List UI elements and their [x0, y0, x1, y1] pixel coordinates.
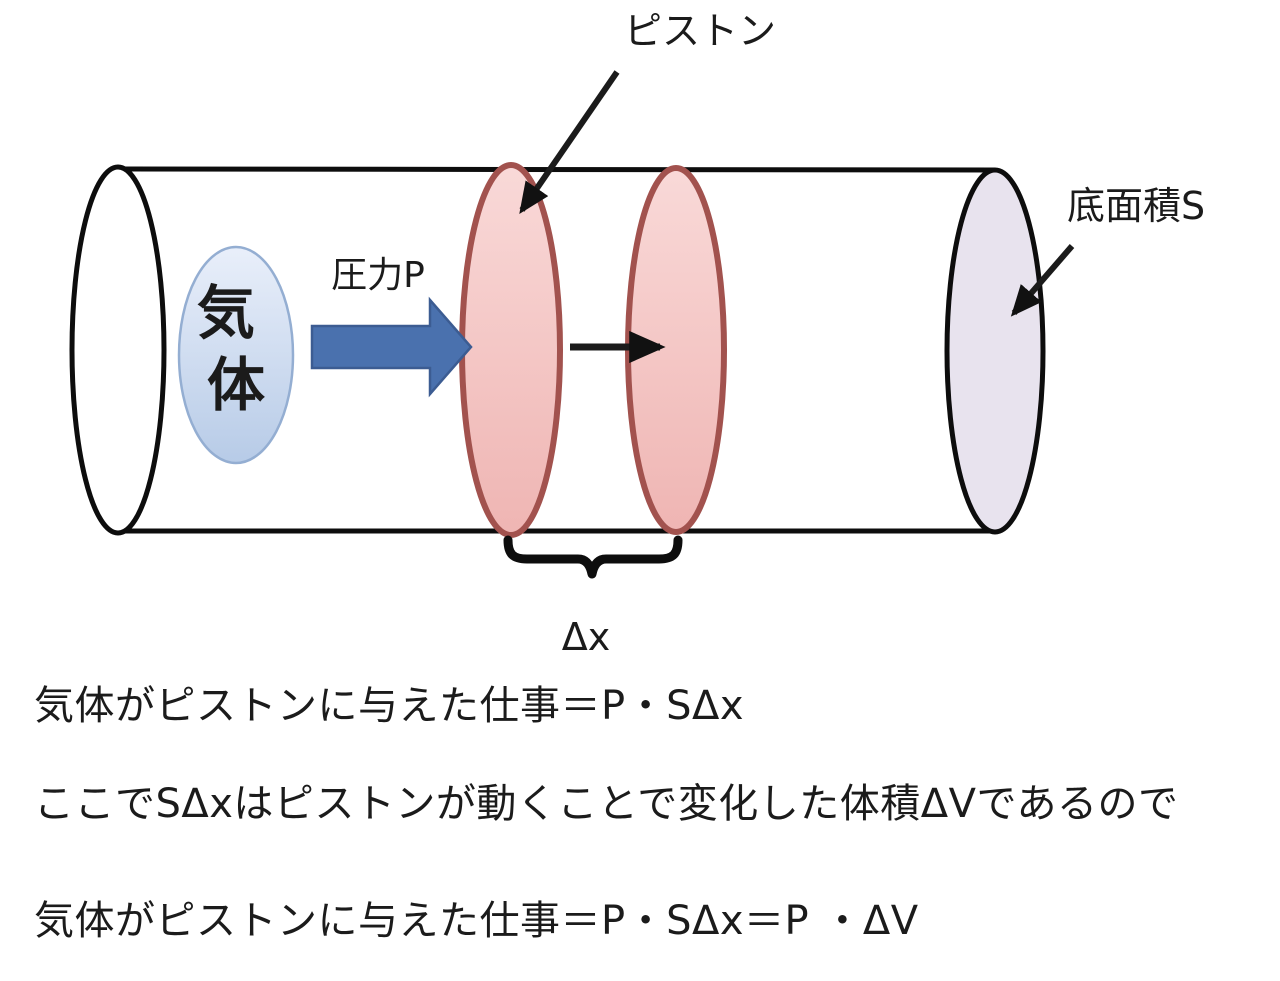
gas-label-char-1: 気	[197, 279, 255, 347]
gas-label: 気 体	[197, 279, 275, 419]
piston-label: ピストン	[624, 9, 776, 53]
pressure-label: 圧力P	[331, 255, 425, 296]
piston-callout-arrow	[519, 70, 620, 214]
gas-ellipse	[177, 245, 295, 465]
equation-work-pdv: 気体がピストンに与えた仕事＝P・SΔx＝P ・ΔV	[34, 898, 919, 944]
equation-work-psdx: 気体がピストンに与えた仕事＝P・SΔx	[34, 683, 745, 729]
base-area-callout-arrow	[1010, 244, 1075, 317]
cylinder-left-end-ellipse	[69, 164, 167, 536]
gas-label-char-2: 体	[207, 351, 265, 419]
equation-volume-explanation: ここでSΔxはピストンが動くことで変化した体積ΔVであるので	[34, 781, 1179, 827]
cylinder-piston-diagram: 気 体 圧力P ピストン 底面積S Δx	[69, 9, 1205, 659]
base-area-label: 底面積S	[1067, 184, 1205, 228]
cylinder-top-line	[117, 166, 996, 173]
delta-x-brace	[503, 535, 683, 579]
piston-initial-ellipse	[459, 162, 563, 538]
cylinder-right-end-ellipse	[944, 167, 1046, 535]
pressure-arrow	[310, 296, 473, 398]
delta-x-label: Δx	[562, 615, 610, 659]
